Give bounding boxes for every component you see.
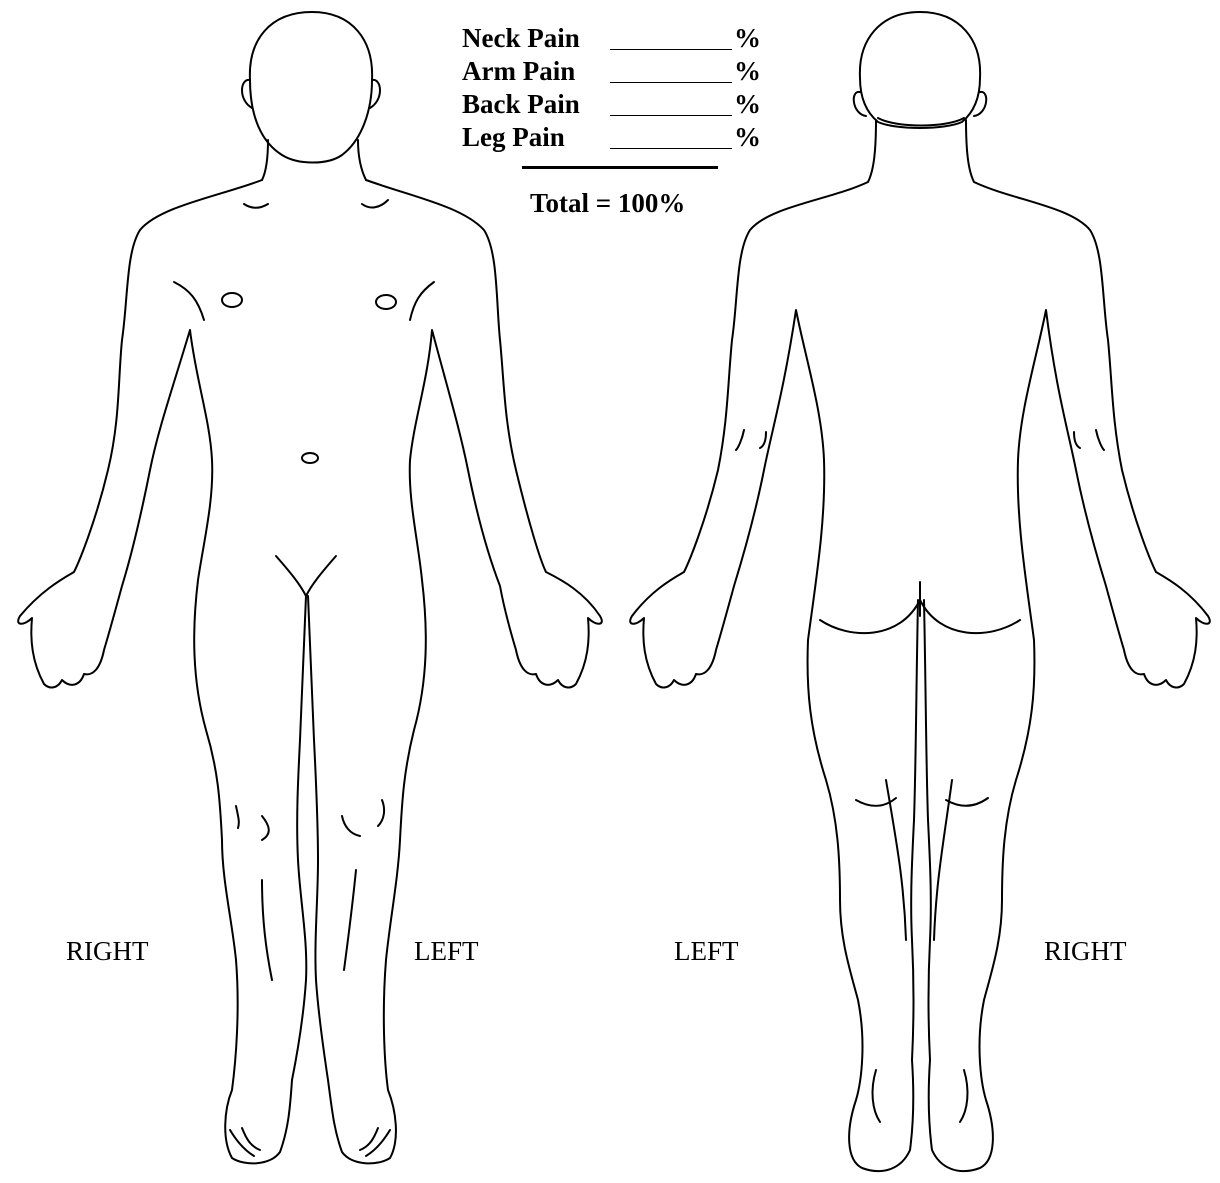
- arm-pain-blank[interactable]: [610, 82, 732, 83]
- arm-pain-label: Arm Pain: [462, 55, 575, 88]
- back-calf-lines: [886, 780, 952, 940]
- back-pain-blank[interactable]: [610, 115, 732, 116]
- back-body-figure: [630, 12, 1210, 1171]
- back-head: [860, 12, 980, 128]
- front-left-clavicle: [244, 204, 268, 208]
- leg-pain-label: Leg Pain: [462, 121, 565, 154]
- front-left-toes: [360, 1128, 390, 1156]
- front-right-pec: [410, 282, 434, 320]
- back-right-side-label: RIGHT: [1044, 936, 1127, 967]
- neck-pain-label: Neck Pain: [462, 22, 580, 55]
- front-groin: [276, 556, 336, 596]
- front-neck-right: [358, 140, 366, 180]
- front-body-outline-right: [308, 180, 602, 1163]
- front-right-knee: [236, 806, 269, 840]
- back-pain-label: Back Pain: [462, 88, 580, 121]
- neck-pain-row: Neck Pain %: [462, 22, 782, 55]
- front-right-toes: [230, 1128, 260, 1156]
- arm-pain-row: Arm Pain %: [462, 55, 782, 88]
- front-left-shin: [344, 870, 356, 970]
- back-left-elbow: [736, 430, 766, 450]
- front-right-nipple: [376, 295, 396, 309]
- back-pain-row: Back Pain %: [462, 88, 782, 121]
- front-right-clavicle: [362, 200, 388, 207]
- front-neck-left: [262, 140, 268, 180]
- front-navel: [302, 453, 318, 463]
- back-body-outline-right: [924, 120, 1210, 1171]
- leg-pain-row: Leg Pain %: [462, 121, 782, 154]
- back-left-side-label: LEFT: [674, 936, 739, 967]
- neck-pain-unit: %: [734, 22, 761, 55]
- back-body-outline-left: [630, 120, 918, 1171]
- pain-percentage-form: Neck Pain % Arm Pain % Back Pain % Leg P…: [462, 22, 782, 154]
- front-body-outline-left: [18, 180, 306, 1163]
- total-rule: [522, 166, 718, 169]
- front-left-pec: [174, 282, 204, 320]
- neck-pain-blank[interactable]: [610, 49, 732, 50]
- front-right-side-label: RIGHT: [66, 936, 149, 967]
- front-left-nipple: [222, 293, 242, 307]
- back-right-heel: [960, 1070, 967, 1122]
- front-left-knee: [342, 800, 384, 836]
- front-body-figure: [18, 12, 602, 1163]
- front-left-side-label: LEFT: [414, 936, 479, 967]
- leg-pain-blank[interactable]: [610, 148, 732, 149]
- back-right-elbow: [1074, 430, 1104, 450]
- back-right-knee: [946, 798, 988, 806]
- back-pain-unit: %: [734, 88, 761, 121]
- leg-pain-unit: %: [734, 121, 761, 154]
- total-label: Total = 100%: [530, 188, 685, 219]
- front-right-shin: [262, 880, 272, 980]
- arm-pain-unit: %: [734, 55, 761, 88]
- back-left-heel: [873, 1070, 880, 1122]
